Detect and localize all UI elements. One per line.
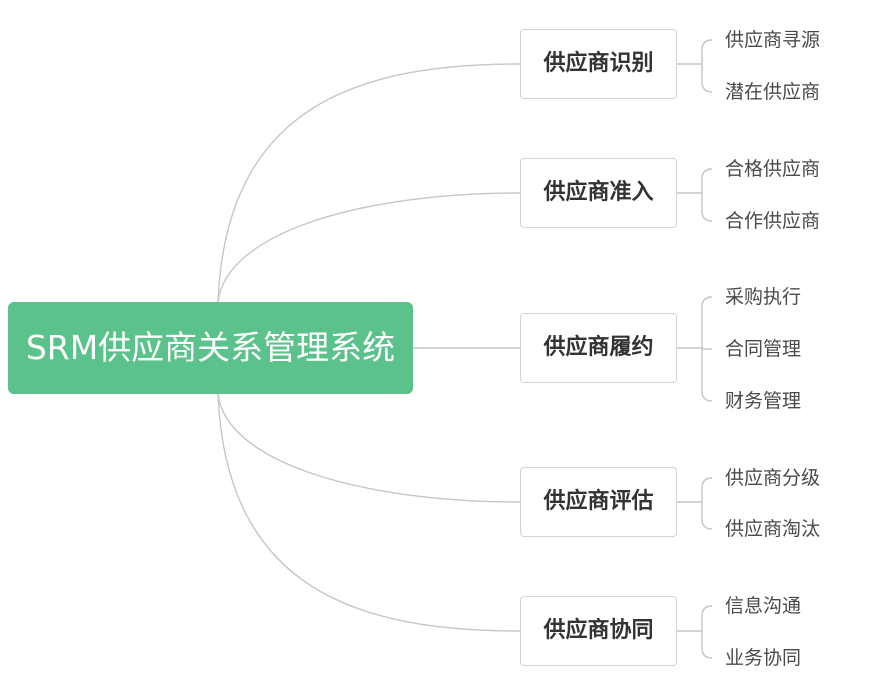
leaf-node: 供应商寻源 [725, 29, 821, 51]
leaf-node: 供应商分级 [725, 467, 821, 489]
branch-node-evaluation: 供应商评估 [520, 467, 677, 537]
leaf-bracket [701, 168, 713, 222]
leaf-node: 合作供应商 [725, 210, 821, 232]
leaf-node: 业务协同 [725, 647, 802, 669]
leaf-node: 信息沟通 [725, 595, 802, 617]
leaf-node: 采购执行 [725, 286, 802, 308]
branch-connector [217, 192, 521, 303]
branch-node-collaboration: 供应商协同 [520, 596, 677, 666]
leaf-node: 合同管理 [725, 338, 802, 360]
branch-connector [217, 393, 521, 503]
branch-connector [217, 63, 521, 303]
leaf-node: 财务管理 [725, 390, 802, 412]
leaf-bracket [701, 39, 713, 93]
leaf-bracket [701, 605, 713, 659]
leaf-node: 潜在供应商 [725, 81, 821, 103]
branch-connector [217, 393, 521, 632]
leaf-bracket [701, 477, 713, 530]
leaf-node: 合格供应商 [725, 158, 821, 180]
root-node: SRM供应商关系管理系统 [8, 302, 413, 394]
leaf-node: 供应商淘汰 [725, 518, 821, 540]
branch-node-identification: 供应商识别 [520, 29, 677, 99]
branch-node-admission: 供应商准入 [520, 158, 677, 228]
branch-node-fulfillment: 供应商履约 [520, 313, 677, 383]
